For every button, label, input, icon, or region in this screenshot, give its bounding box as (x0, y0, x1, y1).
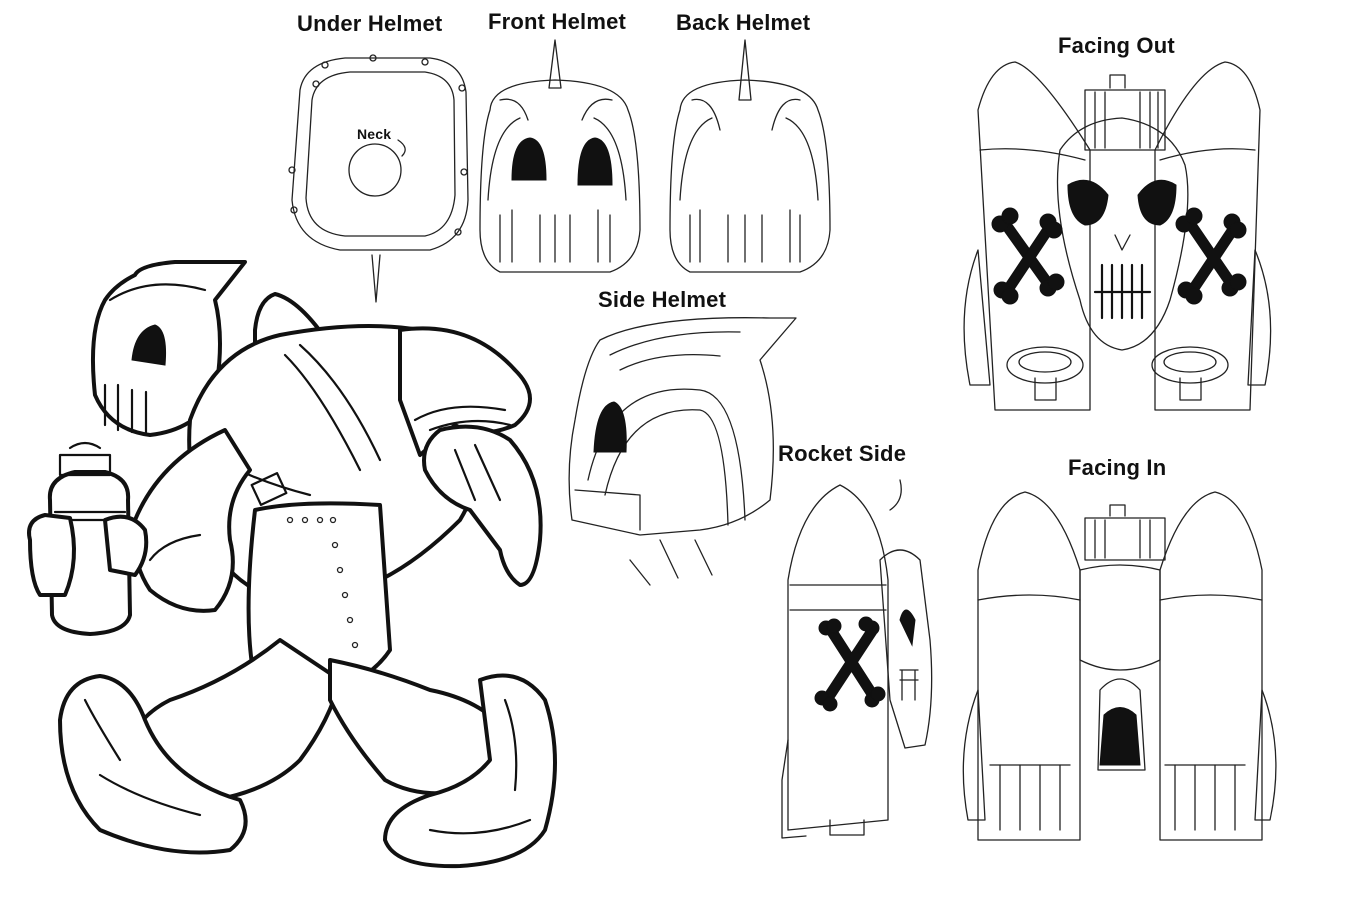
under-helmet-label: Under Helmet (297, 11, 443, 36)
facing-out-rocket (963, 61, 1272, 411)
side-helmet-label: Side Helmet (598, 287, 727, 312)
facing-in-rocket (962, 491, 1277, 841)
rocketeer-character (27, 260, 557, 869)
under-helmet-drawing (288, 54, 469, 303)
facing-in-label: Facing In (1068, 455, 1167, 480)
facing-out-label: Facing Out (1058, 33, 1175, 58)
back-helmet-drawing (669, 39, 831, 273)
back-helmet-label: Back Helmet (676, 10, 811, 35)
front-helmet-label: Front Helmet (488, 9, 627, 34)
rocket-side-label: Rocket Side (778, 441, 907, 466)
front-helmet-drawing (479, 39, 641, 273)
side-helmet-drawing (568, 317, 797, 586)
rocket-side-drawing (781, 479, 933, 839)
neck-label: Neck (357, 126, 392, 142)
